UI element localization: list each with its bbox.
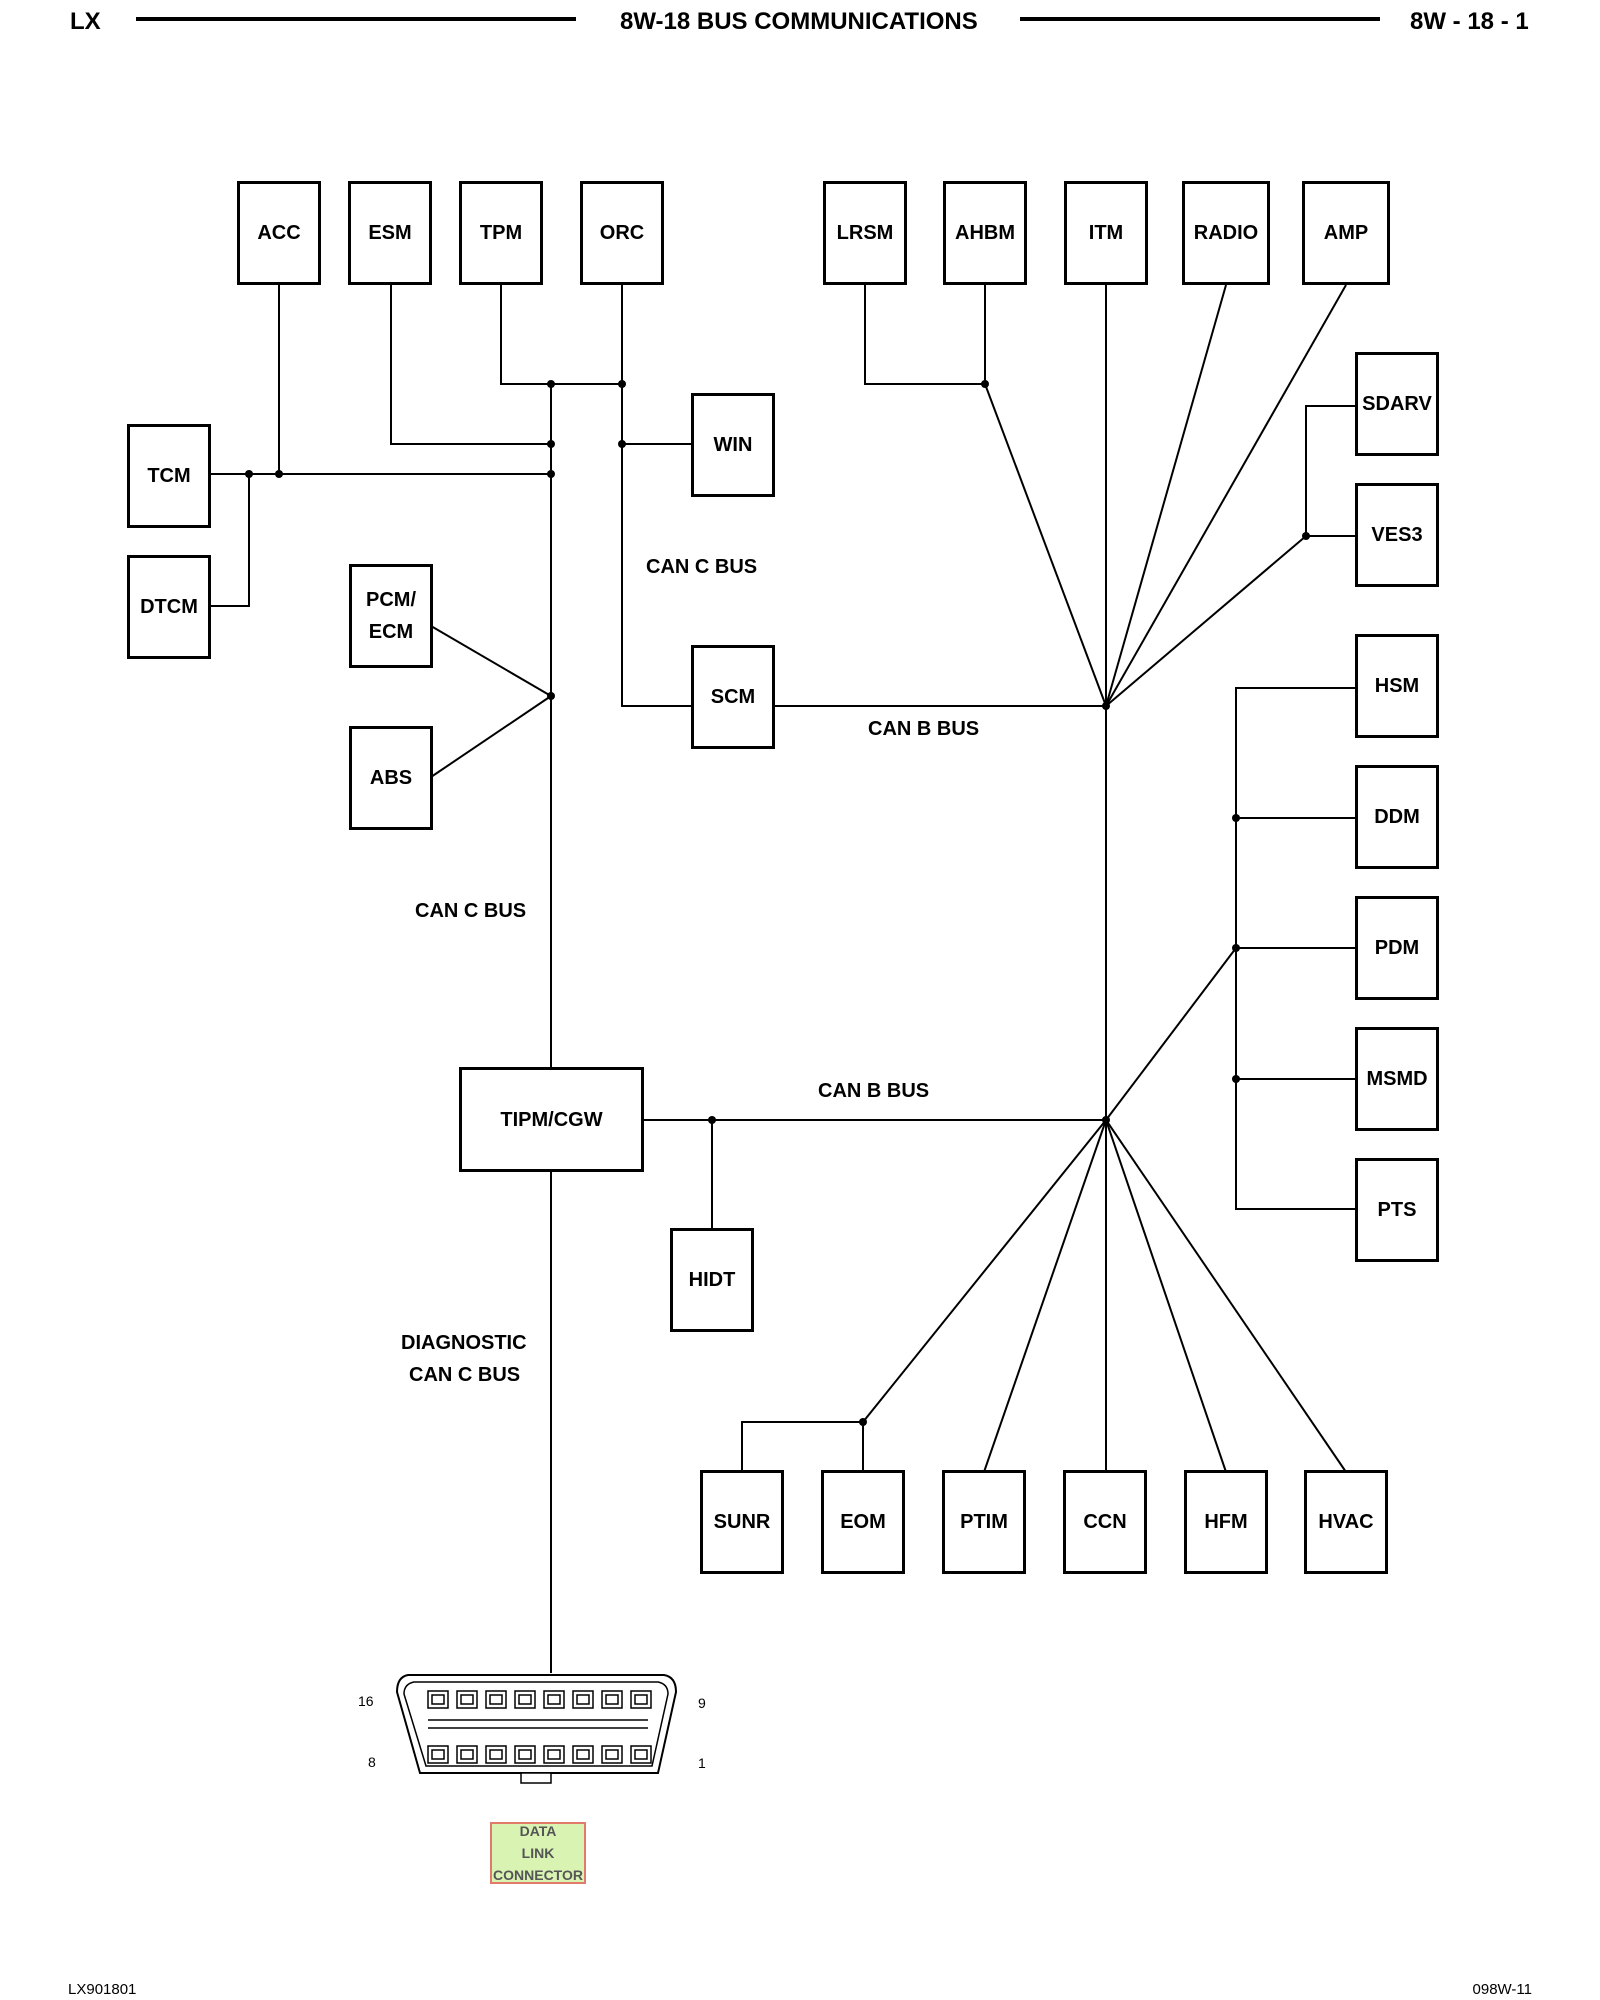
module-hsm: HSM: [1355, 634, 1439, 738]
dlc-pin-contact: [518, 1749, 532, 1760]
abs-wire: [430, 695, 552, 778]
dlc-pin-contact: [547, 1694, 561, 1705]
module-hvac: HVAC: [1304, 1470, 1388, 1574]
dtcm-wire: [209, 474, 250, 607]
hvac-wire: [1105, 1119, 1347, 1473]
page-title: 8W-18 BUS COMMUNICATIONS: [620, 8, 978, 35]
dlc-label-line1: DATA: [519, 1823, 557, 1839]
module-pcm-line2: ECM: [368, 621, 414, 643]
data-link-connector-label: DATA LINK CONNECTOR: [490, 1822, 586, 1884]
sunr-eom-wire: [741, 1421, 864, 1472]
dlc-pin-contact: [460, 1694, 474, 1705]
dlc-pin-contact: [431, 1694, 445, 1705]
header-rule-right: [1020, 17, 1380, 21]
dlc-pin-contact: [489, 1749, 503, 1760]
module-esm: ESM: [348, 181, 432, 285]
header-left: LX: [70, 8, 101, 35]
can-c-bus-label-upper: CAN C BUS: [646, 556, 758, 578]
dlc-pin-contact: [605, 1694, 619, 1705]
sdarv-ves3-branch: [1305, 405, 1357, 537]
module-hfm: HFM: [1184, 1470, 1268, 1574]
page-number: 8W - 18 - 1: [1410, 8, 1529, 35]
pin-1-label: 1: [698, 1755, 706, 1771]
module-msmd: MSMD: [1355, 1027, 1439, 1131]
module-ccn: CCN: [1063, 1470, 1147, 1574]
module-pcm-line1: PCM/: [366, 589, 416, 611]
module-ptim: PTIM: [942, 1470, 1026, 1574]
eom-hub-wire: [862, 1119, 1107, 1423]
module-ahbm: AHBM: [943, 181, 1027, 285]
dlc-pin-contact: [489, 1694, 503, 1705]
module-ves3: VES3: [1355, 483, 1439, 587]
pin-8-label: 8: [368, 1754, 376, 1770]
dlc-pin-contact: [460, 1749, 474, 1760]
module-lrsm: LRSM: [823, 181, 907, 285]
module-acc: ACC: [237, 181, 321, 285]
dlc-label-line3: CONNECTOR: [493, 1867, 583, 1883]
module-eom: EOM: [821, 1470, 905, 1574]
module-amp: AMP: [1302, 181, 1390, 285]
esm-wire: [390, 285, 551, 445]
module-tipm-cgw: TIPM/CGW: [459, 1067, 644, 1172]
module-sdarv: SDARV: [1355, 352, 1439, 456]
module-pcm-ecm: PCM/ ECM: [349, 564, 433, 668]
module-radio: RADIO: [1182, 181, 1270, 285]
dlc-pin-contact: [576, 1694, 590, 1705]
module-scm: SCM: [691, 645, 775, 749]
ptim-wire: [983, 1119, 1107, 1473]
module-orc: ORC: [580, 181, 664, 285]
diagnostic-label-line2: CAN C BUS: [409, 1364, 521, 1386]
data-link-connector: [395, 1674, 678, 1784]
can-b-bus-label-upper: CAN B BUS: [868, 718, 980, 740]
module-pdm: PDM: [1355, 896, 1439, 1000]
dlc-label-line2: LINK: [521, 1845, 555, 1861]
module-tpm: TPM: [459, 181, 543, 285]
hfm-wire: [1105, 1119, 1227, 1473]
module-tcm: TCM: [127, 424, 211, 528]
dlc-pin-contact: [431, 1749, 445, 1760]
module-ddm: DDM: [1355, 765, 1439, 869]
right-cluster-hub-wire: [1105, 947, 1237, 1121]
dlc-pin-contact: [547, 1749, 561, 1760]
module-sunr: SUNR: [700, 1470, 784, 1574]
module-itm: ITM: [1064, 181, 1148, 285]
footer-figure-id: LX901801: [68, 1981, 137, 1998]
amp-wire: [1105, 284, 1347, 707]
dlc-pin-contact: [634, 1749, 648, 1760]
can-b-bus-label-lower: CAN B BUS: [818, 1080, 930, 1102]
dlc-pin-contact: [518, 1694, 532, 1705]
dlc-pin-contact: [634, 1694, 648, 1705]
module-win: WIN: [691, 393, 775, 497]
module-dtcm: DTCM: [127, 555, 211, 659]
orc-scm-wire: [621, 384, 693, 707]
pin-16-label: 16: [358, 1693, 374, 1709]
footer-page-code: 098W-11: [1472, 1981, 1532, 1998]
sdarv-ves3-wire: [1105, 535, 1307, 707]
dlc-pin-contact: [605, 1749, 619, 1760]
dlc-pin-contact: [576, 1749, 590, 1760]
can-c-bus-label-lower: CAN C BUS: [415, 900, 527, 922]
pcm-wire: [430, 625, 552, 697]
radio-wire: [1105, 284, 1227, 707]
module-abs: ABS: [349, 726, 433, 830]
header-rule-left: [136, 17, 576, 21]
tpm-orc-wire: [500, 285, 623, 385]
pin-9-label: 9: [698, 1695, 706, 1711]
module-hidt: HIDT: [670, 1228, 754, 1332]
lrsm-wire: [864, 285, 985, 385]
ahbm-hub-wire: [984, 383, 1107, 707]
diagnostic-label-line1: DIAGNOSTIC: [401, 1332, 527, 1354]
module-pts: PTS: [1355, 1158, 1439, 1262]
